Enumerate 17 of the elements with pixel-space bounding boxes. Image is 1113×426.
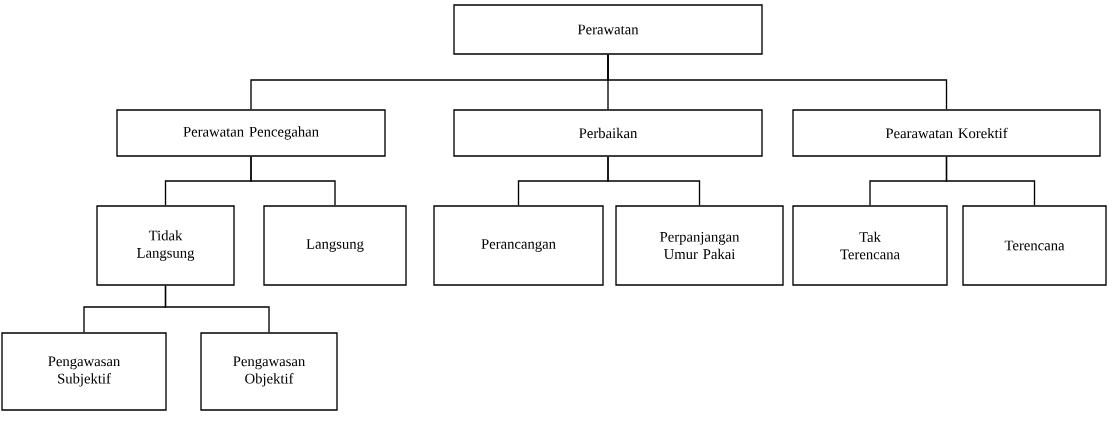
tree-box: Pengawasan Subjektif	[1, 332, 167, 411]
tree-box: Pearawatan Korektif	[792, 109, 1101, 157]
tree-box: Tak Terencana	[792, 205, 948, 286]
tree-box: Tidak Langsung	[96, 205, 235, 286]
tree-box: Perawatan Pencegahan	[116, 109, 386, 157]
tree-box: Perpanjangan Umur Pakai	[615, 205, 784, 286]
connector-line	[607, 156, 701, 206]
tree-box: Pengawasan Objektif	[200, 332, 338, 411]
tree-box: Terencana	[962, 205, 1107, 286]
tree-box: Perbaikan	[453, 109, 763, 157]
connector-line	[945, 156, 1036, 206]
tree-box: Langsung	[263, 205, 407, 286]
connector-line	[164, 285, 270, 333]
connector-line	[607, 54, 948, 110]
connector-line	[250, 156, 336, 206]
tree-box: Perancangan	[433, 205, 604, 286]
tree-box: Perawatan	[453, 4, 763, 55]
